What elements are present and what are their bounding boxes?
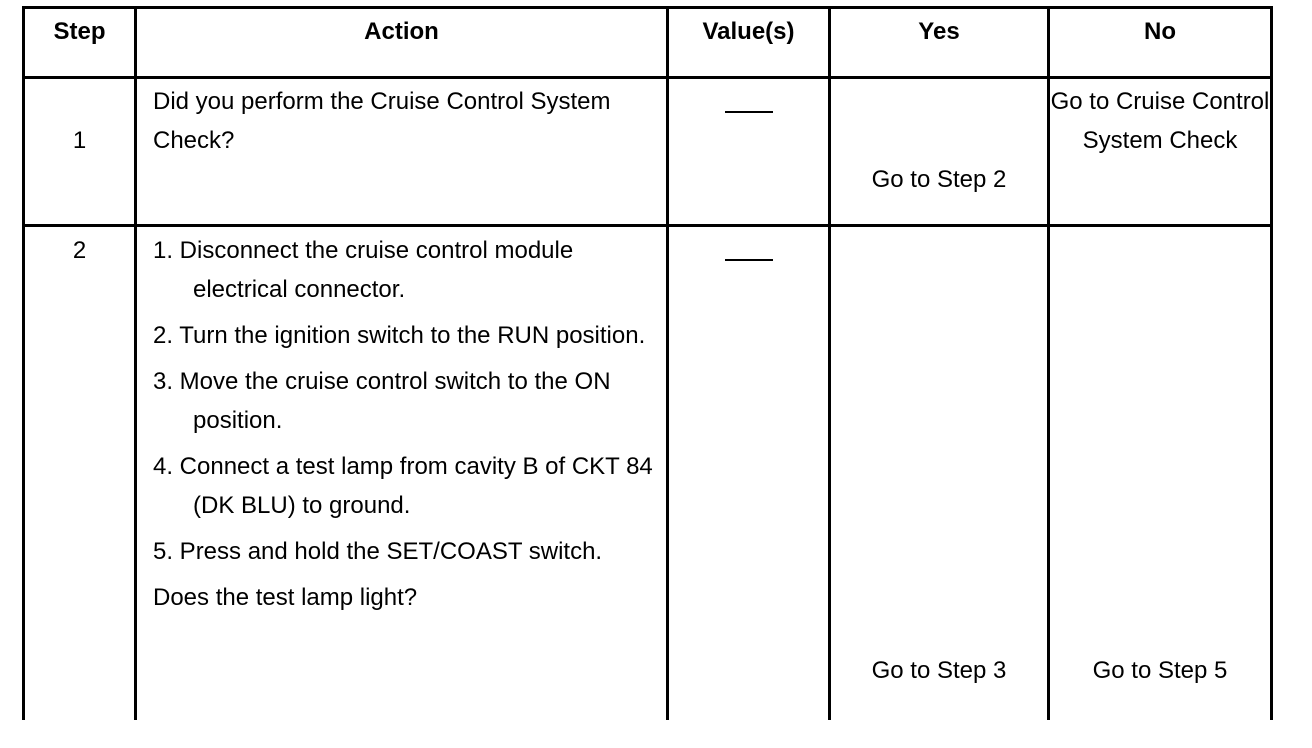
action-step: 4. Connect a test lamp from cavity B of … — [153, 453, 653, 519]
step-number: 2 — [72, 237, 87, 264]
yes-result: Go to Step 3 — [871, 657, 1007, 684]
no-cell: Go to Step 5 — [1047, 225, 1273, 720]
action-cell: Did you perform the Cruise Control Syste… — [134, 77, 669, 227]
step-number: 1 — [72, 127, 87, 154]
table-row: 1 Did you perform the Cruise Control Sys… — [22, 77, 1273, 227]
no-cell: Go to Cruise Control System Check — [1047, 77, 1273, 227]
action-cell: 1. Disconnect the cruise control module … — [134, 225, 669, 720]
yes-cell: Go to Step 2 — [828, 77, 1050, 227]
diagnostic-table: Step Action Value(s) Yes No 1 Did you pe… — [22, 6, 1273, 720]
action-step: 5. Press and hold the SET/COAST switch. — [153, 538, 603, 565]
header-no: No — [1047, 6, 1273, 79]
header-values: Value(s) — [666, 6, 831, 79]
value-blank-dash — [725, 259, 773, 261]
yes-cell: Go to Step 3 — [828, 225, 1050, 720]
action-text: Did you perform the Cruise Control Syste… — [153, 88, 611, 154]
header-step: Step — [22, 6, 137, 79]
value-cell — [666, 77, 831, 227]
value-blank-dash — [725, 111, 773, 113]
header-action: Action — [134, 6, 669, 79]
table-header-row: Step Action Value(s) Yes No — [22, 6, 1273, 79]
table-row: 2 1. Disconnect the cruise control modul… — [22, 225, 1273, 720]
action-step: 2. Turn the ignition switch to the RUN p… — [153, 322, 646, 349]
step-cell: 2 — [22, 225, 137, 720]
no-result: Go to Step 5 — [1092, 657, 1228, 684]
yes-result: Go to Step 2 — [871, 166, 1007, 193]
action-step-list: 1. Disconnect the cruise control module … — [153, 231, 656, 571]
action-step: 3. Move the cruise control switch to the… — [153, 368, 611, 434]
step-cell: 1 — [22, 77, 137, 227]
value-cell — [666, 225, 831, 720]
action-step: 1. Disconnect the cruise control module … — [153, 237, 574, 303]
action-question: Does the test lamp light? — [153, 584, 418, 611]
no-result: Go to Cruise Control System Check — [1050, 88, 1270, 154]
header-yes: Yes — [828, 6, 1050, 79]
diagnostic-table-frame: Step Action Value(s) Yes No 1 Did you pe… — [22, 6, 1273, 748]
